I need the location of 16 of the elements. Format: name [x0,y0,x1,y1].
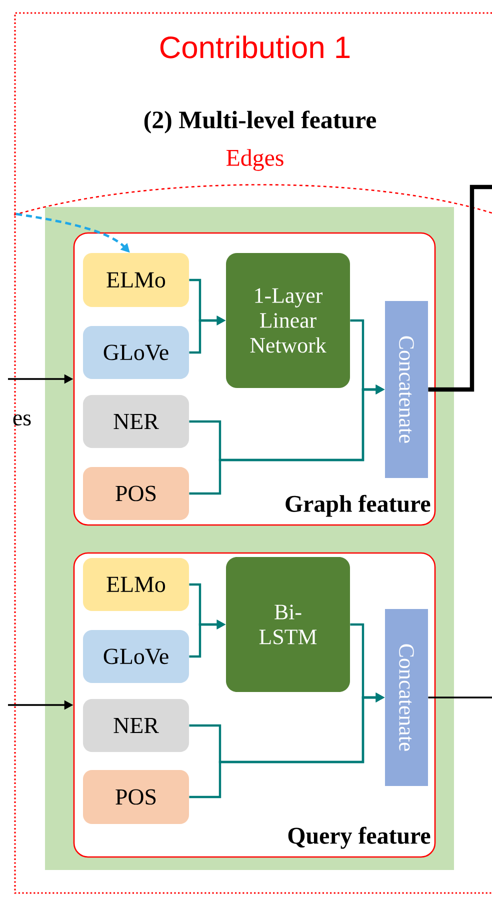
cut-text: es [13,414,31,426]
heading: (2) Multi-level feature [144,110,376,134]
embedding-box: POS [83,467,189,520]
model-box: 1-Layer Linear Network [226,253,350,388]
embedding-box: NER [83,699,189,752]
embedding-box: NER [83,395,189,448]
embedding-box: ELMo [83,253,189,307]
edges-label: Edges [226,149,284,171]
concatenate-bar: Concatenate [385,301,428,478]
model-box: Bi- LSTM [226,557,350,692]
title: Contribution 1 [160,36,350,58]
concatenate-bar: Concatenate [385,609,428,786]
embedding-box: POS [83,770,189,824]
embedding-box: GLoVe [83,630,189,683]
embedding-box: ELMo [83,558,189,611]
embedding-box: GLoVe [83,326,189,379]
